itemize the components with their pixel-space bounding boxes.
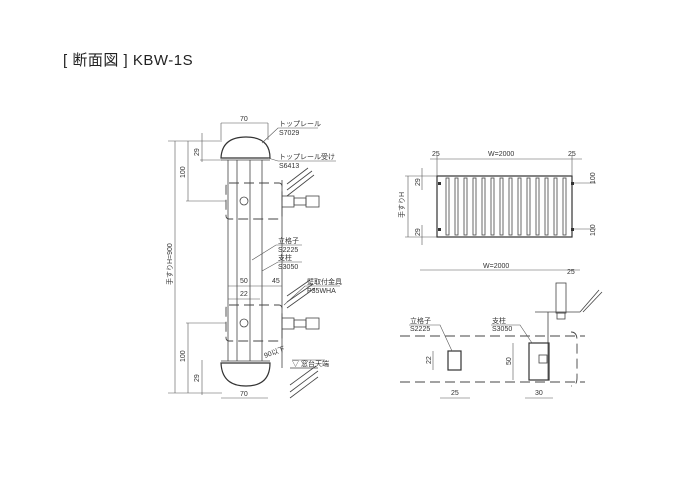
code-post: S3050 [278,264,298,271]
elev-dim-29-bottom: 29 [415,228,422,236]
dim-22: 22 [240,291,248,298]
plan-view: W=2000 25 立格子 S2225 支柱 S3050 22 50 25 30 [400,263,603,399]
picket [499,177,504,236]
plan-dim-width: W=2000 [483,263,509,270]
dim-100-top: 100 [180,166,187,178]
bottom-rail [220,362,271,387]
plan-dim-50: 50 [506,357,513,365]
dim-50: 50 [240,278,248,285]
dim-29-top: 29 [194,148,201,156]
elevation-view: 25 W=2000 25 手すりH 29 29 100 100 [397,151,597,245]
code-baluster: S2225 [278,247,298,254]
section-view: 70 70 手すりH=900 100 100 29 29 50 45 22 トッ… [165,116,342,399]
dim-70-bottom: 70 [240,391,248,398]
drawing-title: [ 断面図 ] KBW-1S [63,52,194,69]
code-bracket: P35WHA [307,288,336,295]
label-bracket: 壁取付金具 [307,277,342,286]
picket [553,177,558,236]
elev-dim-100-top: 100 [590,172,597,184]
elev-dim-width: W=2000 [488,151,514,158]
plan-dim-25-top: 25 [567,269,575,276]
picket [490,177,495,236]
picket [508,177,513,236]
label-post: 支柱 [278,253,292,262]
pickets [445,177,567,236]
plan-dim-22: 22 [426,356,433,364]
dim-height-900: 手すりH=900 [165,243,174,285]
picket [445,177,450,236]
dim-100-bottom: 100 [180,350,187,362]
label-baluster: 立格子 [278,236,299,245]
plan-label-post: 支柱 [492,316,506,325]
code-top-rail: S7029 [279,130,299,137]
picket [463,177,468,236]
code-rail-receiver: S6413 [279,163,299,170]
picket [454,177,459,236]
plan-label-baluster: 立格子 [410,316,431,325]
plan-dim-25: 25 [451,390,459,397]
plan-code-baluster: S2225 [410,326,430,333]
picket [535,177,540,236]
picket [526,177,531,236]
plan-code-post: S3050 [492,326,512,333]
label-window-sill: ▽ 窓台天端 [292,359,329,368]
picket [544,177,549,236]
label-clearance: 90以下 [263,345,286,360]
picket [517,177,522,236]
dim-70-top: 70 [240,116,248,123]
elev-dim-100-bottom: 100 [590,224,597,236]
plan-post [528,342,550,381]
wall-bracket [281,195,320,330]
dim-45: 45 [272,278,280,285]
elev-dim-29-top: 29 [415,178,422,186]
top-rail [220,136,271,159]
plan-bracket [555,282,567,314]
elev-dim-height: 手すりH [397,192,406,218]
label-rail-receiver: トップレール受け [279,152,335,161]
plan-baluster [447,350,462,371]
picket [562,177,567,236]
label-top-rail: トップレール [279,120,321,128]
picket [472,177,477,236]
dim-29-bottom: 29 [194,374,201,382]
elev-dim-25-right: 25 [568,151,576,158]
picket [481,177,486,236]
plan-dim-30: 30 [535,390,543,397]
post [225,160,283,361]
elev-dim-25-left: 25 [432,151,440,158]
